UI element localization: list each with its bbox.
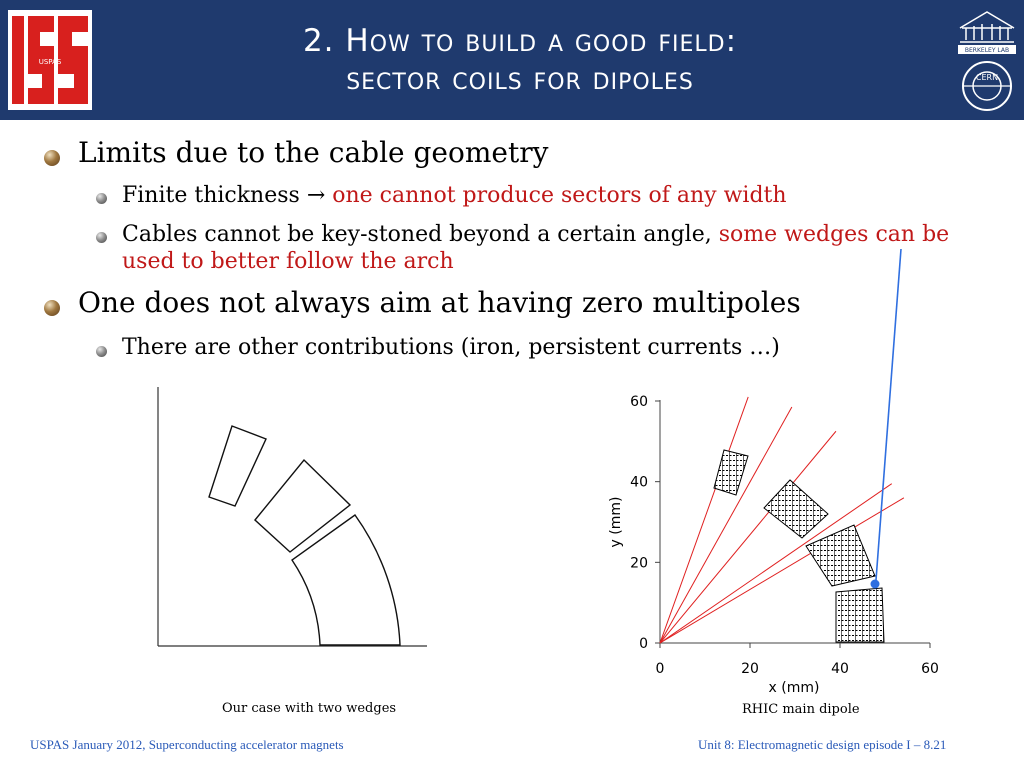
sub-bullet-finite-thickness: Finite thickness → one cannot produce se…	[122, 182, 787, 209]
bullet-cable-geometry: Limits due to the cable geometry	[78, 136, 549, 169]
chart-plot-area: 0 20 40 60 0 20 40 60 x (mm) y (mm)	[608, 394, 939, 696]
cern-logo-icon: CERN	[962, 61, 1012, 111]
x-tick-label: 60	[921, 661, 939, 677]
angle-ray-line	[659, 396, 749, 644]
sub-bullet-key-stoned: Cables cannot be key-stoned beyond a cer…	[122, 221, 972, 275]
finite-thickness-text: Finite thickness	[122, 183, 307, 208]
sub-bullet-other-contributions: There are other contributions (iron, per…	[122, 335, 780, 360]
angle-ray-line	[659, 430, 837, 644]
chart-x-label: x (mm)	[769, 680, 820, 696]
coil-block-wedge-2	[763, 479, 829, 539]
coil-blocks	[713, 449, 885, 643]
coil-block-2	[254, 458, 352, 553]
bullet-marker-icon	[44, 150, 60, 166]
berkeley-lab-text: BERKELEY LAB	[965, 47, 1009, 54]
x-tick-label: 40	[831, 661, 849, 677]
coil-block-1	[291, 514, 401, 646]
chart-y-label: y (mm)	[608, 497, 624, 548]
bullet-zero-multipoles: One does not always aim at having zero m…	[78, 286, 801, 319]
wedges-text: some wedges can be used to better follow…	[122, 222, 950, 274]
sector-width-text: one cannot produce sectors of any width	[325, 183, 787, 208]
title-line-1: 2. How to build a good field:	[302, 23, 738, 59]
uspas-logo-text: USPAS	[39, 58, 62, 66]
coil-block-outer	[835, 587, 885, 643]
left-figure-caption: Our case with two wedges	[222, 701, 397, 716]
coil-block-3	[208, 425, 267, 507]
coil-block-wedge-1	[713, 449, 749, 496]
two-wedges-coil-diagram	[157, 387, 427, 647]
y-tick-label: 60	[630, 394, 648, 410]
right-arrow-icon: →	[306, 183, 326, 208]
sub-bullet-marker-icon	[96, 193, 107, 204]
y-tick-label: 40	[630, 475, 648, 491]
angle-ray-line	[659, 483, 893, 644]
key-stoned-text: Cables cannot be key-stoned beyond a cer…	[122, 222, 719, 247]
coil-block-middle	[805, 524, 876, 587]
angle-ray-line	[659, 406, 793, 644]
x-tick-label: 20	[741, 661, 759, 677]
slide-title: 2. How to build a good field: sector coi…	[130, 22, 910, 98]
footer-slide-number: Unit 8: Electromagnetic design episode I…	[698, 737, 947, 752]
y-tick-label: 20	[630, 555, 648, 571]
bullet-marker-icon	[44, 300, 60, 316]
x-tick-label: 0	[656, 661, 665, 677]
uspas-logo-icon: USPAS	[8, 10, 92, 110]
rhic-dipole-chart: 0 20 40 60 0 20 40 60 x (mm) y (mm)	[608, 394, 939, 696]
right-figure-caption: RHIC main dipole	[742, 702, 860, 717]
angle-ray-line	[659, 497, 905, 644]
lab-logos-icon: BERKELEY LAB CERN	[958, 11, 1016, 111]
sub-bullet-marker-icon	[96, 346, 107, 357]
header-banner: USPAS 2. How to build a good field: sect…	[0, 0, 1024, 120]
footer-course-info: USPAS January 2012, Superconducting acce…	[30, 737, 344, 752]
cern-logo-text: CERN	[976, 73, 998, 82]
sub-bullet-marker-icon	[96, 232, 107, 243]
berkeley-lab-icon	[959, 11, 1015, 43]
y-tick-label: 0	[639, 636, 648, 652]
title-line-2: sector coils for dipoles	[346, 61, 694, 97]
